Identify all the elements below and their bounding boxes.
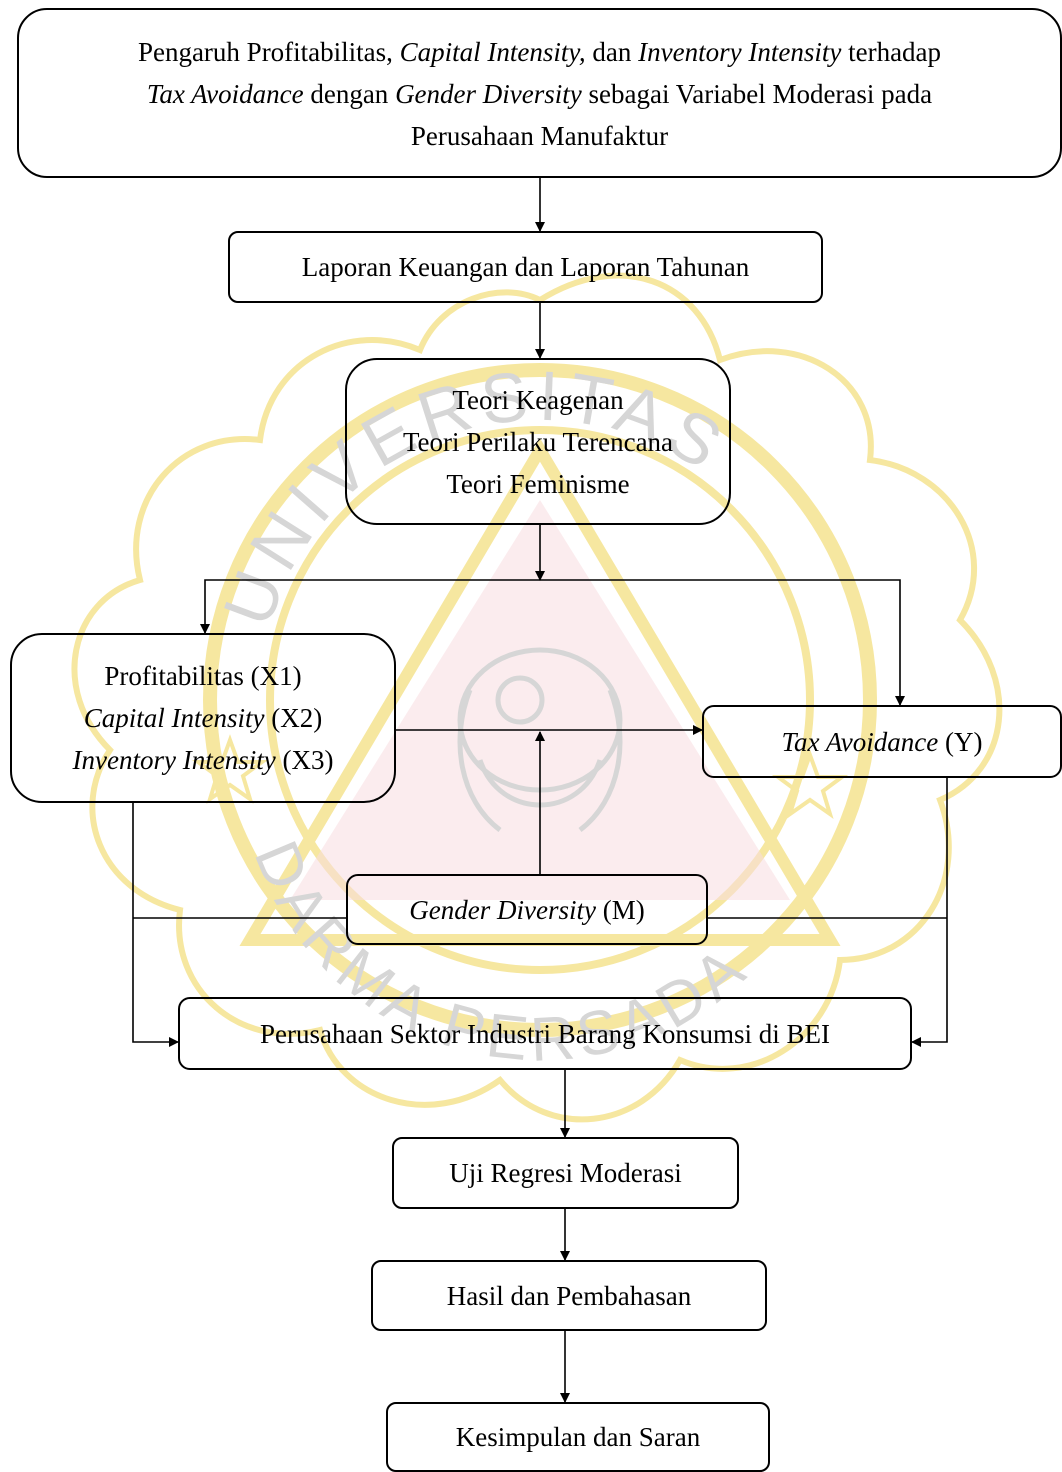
hasil-node: Hasil dan Pembahasan [371, 1260, 767, 1331]
kesimpulan-node: Kesimpulan dan Saran [386, 1402, 770, 1472]
inventory-intensity-label: Inventory Intensity (X3) [72, 745, 334, 775]
teori-node: Teori Keagenan Teori Perilaku Terencana … [345, 358, 731, 525]
laporan-node: Laporan Keuangan dan Laporan Tahunan [228, 231, 823, 303]
profitabilitas-label: Profitabilitas (X1) [104, 661, 302, 691]
perusahaan-label: Perusahaan Sektor Industri Barang Konsum… [260, 1018, 830, 1049]
title-line-2: Tax Avoidance dengan Gender Diversity se… [146, 79, 933, 109]
teori-keagenan-label: Teori Keagenan [452, 384, 624, 415]
seal-petals [71, 272, 1003, 1123]
kesimpulan-label: Kesimpulan dan Saran [455, 1422, 701, 1452]
gender-diversity-label: Gender Diversity (M) [409, 894, 645, 925]
teori-feminisme-label: Teori Feminisme [446, 468, 630, 499]
uji-regresi-node: Uji Regresi Moderasi [392, 1137, 739, 1209]
title-line-1: Pengaruh Profitabilitas, Capital Intensi… [137, 37, 942, 67]
independent-variables-node: Profitabilitas (X1) Capital Intensity (X… [10, 633, 396, 803]
hasil-label: Hasil dan Pembahasan [446, 1280, 692, 1311]
title-node: Pengaruh Profitabilitas, Capital Intensi… [17, 8, 1062, 178]
perusahaan-node: Perusahaan Sektor Industri Barang Konsum… [178, 997, 912, 1070]
tax-avoidance-node: Tax Avoidance (Y) [702, 705, 1062, 778]
uji-regresi-label: Uji Regresi Moderasi [449, 1158, 682, 1188]
title-line-3: Perusahaan Manufaktur [410, 121, 669, 151]
laporan-label: Laporan Keuangan dan Laporan Tahunan [301, 252, 750, 282]
capital-intensity-label: Capital Intensity (X2) [83, 703, 323, 733]
gender-diversity-node: Gender Diversity (M) [346, 874, 708, 945]
teori-perilaku-label: Teori Perilaku Terencana [402, 426, 674, 457]
tax-avoidance-label: Tax Avoidance (Y) [781, 726, 983, 757]
